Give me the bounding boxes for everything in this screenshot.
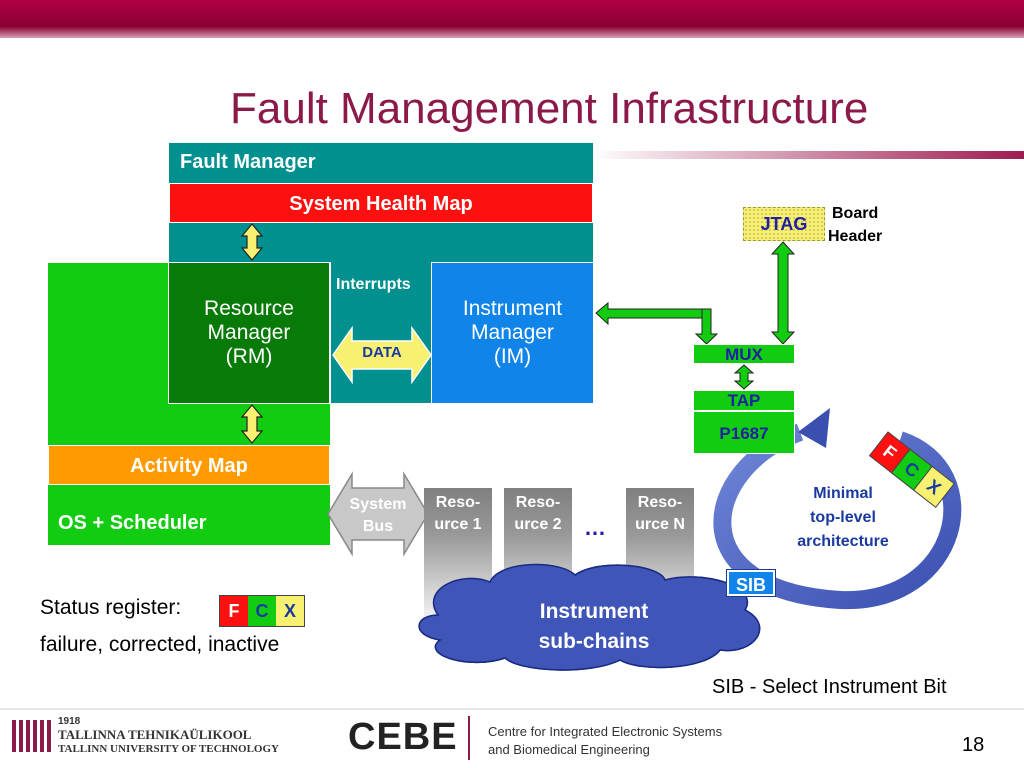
minimal-line3: architecture (797, 533, 889, 550)
data-label: DATA (362, 344, 402, 361)
jtag-box: JTAG (743, 207, 825, 241)
mux-box: MUX (693, 344, 795, 364)
interrupts-label: Interrupts (336, 276, 411, 293)
instrument-manager-box: Instrument Manager (IM) (431, 262, 594, 404)
ttu-logo-icon (10, 718, 54, 754)
activity-map: Activity Map (48, 445, 330, 485)
ttu-name-en: TALLINN UNIVERSITY OF TECHNOLOGY (58, 743, 279, 755)
resource-2-line2: urce 2 (514, 516, 562, 533)
slide-title: Fault Management Infrastructure (230, 84, 869, 133)
board-header-line1: Board (832, 205, 879, 222)
minimal-line1: Minimal (813, 485, 873, 502)
os-scheduler-label: OS + Scheduler (58, 512, 207, 534)
footer-rule (0, 708, 1024, 710)
rm-activity-arrow (240, 404, 264, 444)
cebe-logo: CEBE (348, 716, 458, 758)
system-bus-label: System Bus (340, 494, 416, 538)
resource-1-line2: urce 1 (434, 516, 482, 533)
ttu-year: 1918 (58, 716, 81, 727)
title-rule (590, 151, 1024, 159)
resource-1-line1: Reso- (435, 494, 481, 511)
tap-box (693, 390, 795, 454)
resource-ellipsis: … (584, 515, 606, 540)
cebe-divider (468, 716, 470, 760)
instrument-subchains-label: Instrument sub-chains (508, 597, 680, 657)
fault-manager-label: Fault Manager (180, 151, 316, 173)
im-mux-arrow (595, 301, 719, 345)
resource-2-line1: Reso- (515, 494, 561, 511)
cebe-description-line2: and Biomedical Engineering (488, 742, 650, 757)
status-register-label: Status register: (40, 596, 182, 619)
cebe-description-line1: Centre for Integrated Electronic Systems (488, 724, 723, 739)
loop-arrowhead (798, 408, 830, 448)
flag-x: X (276, 596, 304, 626)
system-bus-line2: Bus (362, 518, 394, 535)
loop-status-register (868, 431, 955, 509)
mux-tap-arrow (733, 364, 755, 390)
resource-manager-line2: Manager (207, 321, 291, 344)
flag-c: C (248, 596, 276, 626)
instrument-manager-line2: Manager (471, 321, 554, 344)
ttu-name-et: TALLINNA TEHNIKAÜLIKOOL (58, 727, 252, 742)
minimal-architecture-label: Minimal top-level architecture (778, 482, 908, 554)
shm-rm-arrow (240, 223, 264, 261)
flag-f: F (220, 596, 248, 626)
sib-note: SIB - Select Instrument Bit (712, 676, 947, 698)
system-bus-line1: System (349, 496, 407, 513)
cloud-line1: Instrument (539, 600, 649, 623)
instrument-manager-line3: (IM) (493, 345, 532, 368)
system-health-map: System Health Map (169, 183, 593, 223)
resource-manager-line3: (RM) (225, 345, 273, 368)
status-register-description: failure, corrected, inactive (40, 633, 280, 656)
status-register-legend: F C X (219, 595, 305, 627)
sib-box: SIB (726, 569, 776, 597)
header-bar (0, 0, 1024, 38)
p1687-label: P1687 (719, 424, 769, 443)
board-header-label: Board Header (828, 202, 882, 248)
architecture-loop (713, 423, 962, 610)
resource-manager-line1: Resource (204, 297, 294, 320)
tap-label: TAP (693, 390, 795, 412)
cloud-line2: sub-chains (538, 630, 650, 653)
resource-manager-box: Resource Manager (RM) (168, 262, 330, 404)
board-header-line2: Header (828, 228, 883, 245)
minimal-line2: top-level (810, 509, 876, 526)
instrument-manager-line1: Instrument (462, 297, 563, 320)
page-number: 18 (962, 734, 985, 756)
resource-n-line2: urce N (635, 516, 685, 533)
resource-n-line1: Reso- (637, 494, 683, 511)
data-arrow (332, 325, 432, 385)
